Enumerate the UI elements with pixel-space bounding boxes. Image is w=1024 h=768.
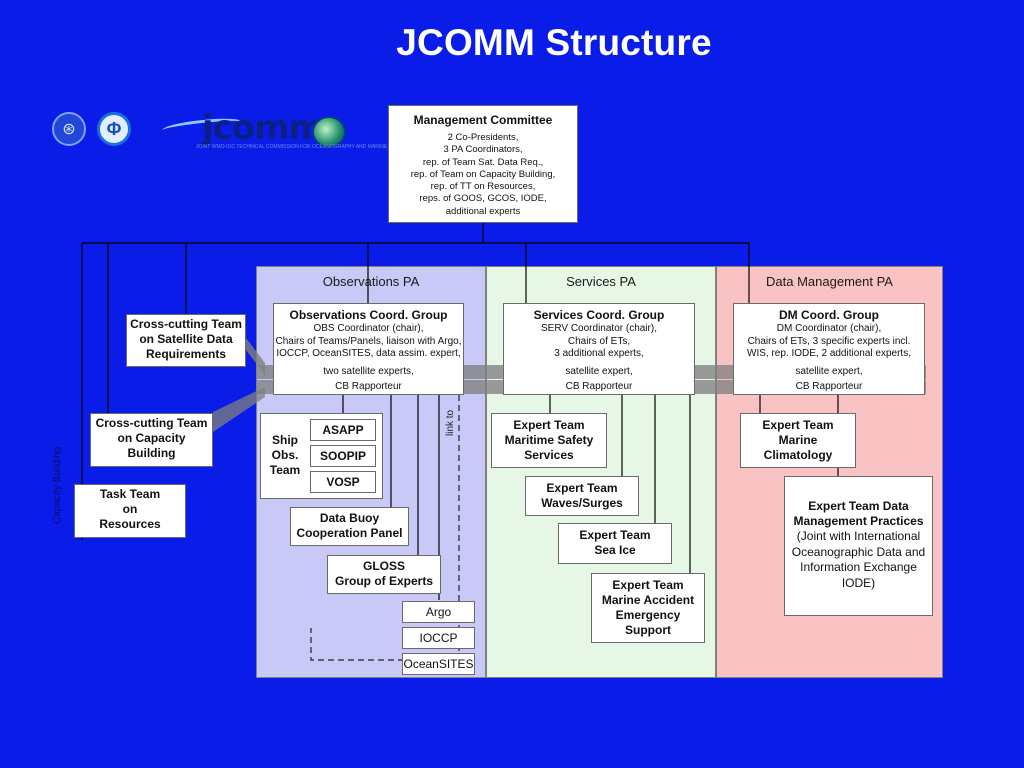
services-coord-group-box: Services Coord. Group SERV Coordinator (… [503,303,695,395]
waves-line: Expert Team [546,481,618,495]
marine-climatology-team-box: Expert Team Marine Climatology [740,413,856,468]
services-coord-group-line: 3 additional experts, [554,348,644,359]
services-coord-group-line: SERV Coordinator (chair), [541,323,657,334]
observations-coord-group-title: Observations Coord. Group [289,308,448,322]
data-management-pa-title: Data Management PA [766,274,893,289]
capacity-team-line: on Capacity [117,431,186,445]
dm-coord-group-line: Chairs of ETs, 3 specific experts incl. [747,335,911,347]
capacity-building-vertical-label: Capacity Building [52,446,63,524]
services-band1-text: satellite expert, [565,366,633,377]
gloss-line: GLOSS [362,559,405,573]
accident-line: Emergency [615,608,681,622]
management-committee-line: rep. of TT on Resources, [430,181,536,193]
accident-line: Marine Accident [601,593,695,607]
management-committee-line: rep. of Team Sat. Data Req., [422,156,544,168]
sea-ice-team-box: Expert Team Sea Ice [558,523,672,564]
un-emblem-icon: ⊛ [52,112,86,146]
data-mgmt-line: Oceanographic Data and [791,544,926,559]
observations-band1-text: two satellite experts, [323,366,414,377]
ship-obs-team-box: Ship Obs. Team ASAPP SOOPIP VOSP [260,413,383,499]
services-band2-text: CB Rapporteur [565,381,633,392]
data-mgmt-line: (Joint with International [796,529,921,543]
maritime-line: Services [524,448,574,462]
climatology-line: Climatology [763,448,833,462]
marine-accident-team-box: Expert Team Marine Accident Emergency Su… [591,573,705,643]
management-committee-line: reps. of GOOS, GCOS, IODE, [419,193,547,205]
climatology-line: Expert Team [762,418,834,432]
services-coord-group-title: Services Coord. Group [533,308,665,322]
management-committee-title: Management Committee [413,113,553,127]
logo-row: ⊛ Φ jcomm JOINT WMO-IOC TECHNICAL COMMIS… [52,108,428,154]
satellite-team-line: Cross-cutting Team [130,317,242,331]
dm-coord-group-title: DM Coord. Group [779,308,879,322]
data-mgmt-line: IODE) [841,575,876,590]
observations-coord-group-box: Observations Coord. Group OBS Coordinato… [273,303,464,395]
services-coord-group-line: Chairs of ETs, [567,335,631,347]
jcomm-logo-subtitle: JOINT WMO-IOC TECHNICAL COMMISSION FOR O… [196,144,428,150]
satellite-team-line: Requirements [145,347,227,361]
maritime-line: Expert Team [513,418,585,432]
capacity-team-line: Building [127,446,176,460]
argo-box: Argo [402,601,475,623]
observations-coord-group-line: OBS Coordinator (chair), [313,323,424,334]
globe-icon [312,116,346,148]
satellite-team-box: Cross-cutting Team on Satellite Data Req… [126,314,246,367]
dm-coord-group-line: WIS, rep. IODE, 2 additional experts, [747,348,911,359]
dm-coord-group-box: DM Coord. Group DM Coordinator (chair), … [733,303,925,395]
observations-coord-group-line: Chairs of Teams/Panels, liaison with Arg… [275,335,462,347]
soopip-box: SOOPIP [310,445,376,467]
maritime-safety-team-box: Expert Team Maritime Safety Services [491,413,607,468]
climatology-line: Marine [778,433,818,447]
waves-surges-team-box: Expert Team Waves/Surges [525,476,639,516]
ioc-emblem-icon: Φ [97,112,131,146]
accident-line: Expert Team [612,578,684,592]
resources-task-team-box: Task Team on Resources [74,484,186,538]
waves-line: Waves/Surges [541,496,623,510]
dm-coord-group-line: DM Coordinator (chair), [776,323,882,334]
management-committee-line: 3 PA Coordinators, [443,144,523,156]
ioccp-box: IOCCP [402,627,475,649]
page-title: JCOMM Structure [396,22,712,63]
gloss-line: Group of Experts [334,574,433,588]
capacity-team-box: Cross-cutting Team on Capacity Building [90,413,213,467]
capacity-team-line: Cross-cutting Team [95,416,208,430]
jcomm-logo: jcomm JOINT WMO-IOC TECHNICAL COMMISSION… [161,108,428,154]
link-to-label: link to [445,409,456,436]
observations-band2-text: CB Rapporteur [335,381,402,392]
observations-pa-title: Observations PA [322,274,420,289]
data-mgmt-title-line: Management Practices [793,514,924,528]
resources-team-line: Task Team [99,487,161,501]
management-committee-box: Management Committee 2 Co-Presidents, 3 … [388,105,578,223]
dm-band1-text: satellite expert, [795,366,863,377]
resources-team-line: on [122,502,138,516]
oceansites-box: OceanSITES [402,653,475,675]
ship-obs-line: Team [269,463,301,477]
data-mgmt-title-line: Expert Team Data [808,499,909,513]
management-committee-line: rep. of Team on Capacity Building, [410,168,556,180]
data-mgmt-line: Information Exchange [800,560,917,574]
management-committee-line: 2 Co-Presidents, [447,132,519,143]
asapp-box: ASAPP [310,419,376,441]
accident-line: Support [625,623,671,637]
observations-coord-group-line: IOCCP, OceanSITES, data assim. expert, [276,348,461,359]
gloss-box: GLOSS Group of Experts [327,555,441,594]
services-pa-title: Services PA [566,274,636,289]
data-buoy-line: Cooperation Panel [296,526,403,540]
management-committee-line: additional experts [445,205,521,217]
vosp-box: VOSP [310,471,376,493]
dm-band2-text: CB Rapporteur [795,381,863,392]
ship-obs-line: Ship [272,433,298,447]
ship-obs-team-label: Ship Obs. Team [267,433,303,478]
data-management-practices-team-box: Expert Team Data Management Practices (J… [784,476,933,616]
data-buoy-line: Data Buoy [319,511,380,525]
sea-ice-line: Expert Team [579,528,651,542]
sea-ice-line: Sea Ice [594,543,636,557]
jcomm-logo-text: jcomm [202,108,324,148]
resources-team-line: Resources [99,517,161,531]
satellite-team-line: on Satellite Data [139,332,233,346]
maritime-line: Maritime Safety [504,433,594,447]
ship-obs-line: Obs. [271,448,299,462]
data-buoy-panel-box: Data Buoy Cooperation Panel [290,507,409,546]
